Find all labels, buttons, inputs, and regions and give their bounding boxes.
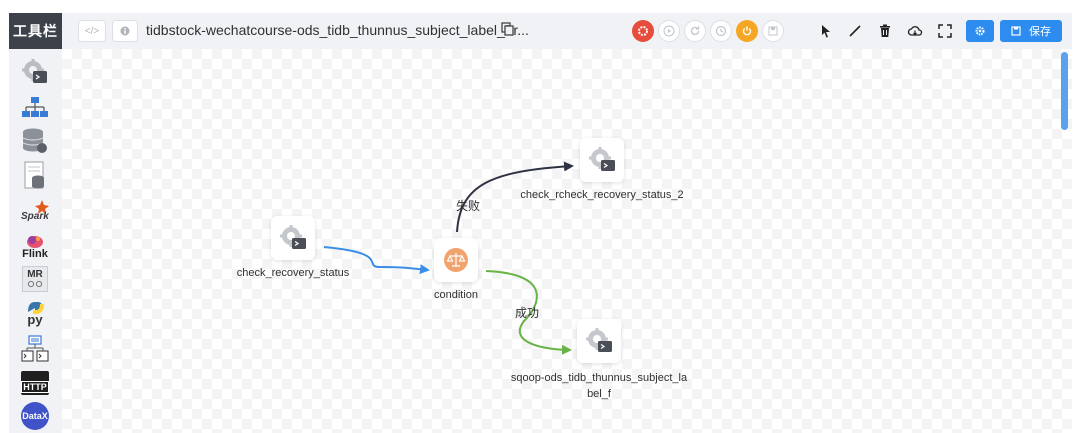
- info-button[interactable]: [112, 20, 138, 42]
- play-icon: [663, 25, 675, 37]
- settings-button[interactable]: [966, 20, 994, 42]
- edges-layer: [323, 161, 574, 355]
- power-icon: [742, 26, 752, 36]
- code-icon: </>: [84, 25, 100, 37]
- save-icon: [1011, 26, 1021, 36]
- toolbar-title: 工具栏: [9, 13, 62, 49]
- canvas-scrollbar[interactable]: [1061, 52, 1068, 130]
- database-icon: [22, 128, 47, 153]
- gear-icon: [975, 26, 985, 36]
- shell-icon: [22, 59, 47, 83]
- save-button[interactable]: 保存: [1000, 20, 1062, 42]
- edge-condition-success[interactable]: [485, 270, 572, 355]
- datax-icon: DataX: [21, 402, 49, 430]
- task-toolbar: 工具栏: [9, 13, 62, 433]
- dependent-icon: [21, 335, 49, 362]
- node-label-line: bel_f: [587, 388, 611, 400]
- copy-icon[interactable]: [501, 22, 515, 36]
- dependent-tool[interactable]: [20, 334, 50, 364]
- delete-icon[interactable]: [877, 23, 893, 39]
- refresh-icon: [690, 26, 700, 36]
- pointer-icon[interactable]: [818, 23, 834, 39]
- shell-task-icon: [589, 147, 615, 171]
- line-tool-icon[interactable]: [847, 23, 863, 39]
- code-view-button[interactable]: </>: [78, 20, 106, 42]
- sql-tool[interactable]: [20, 160, 50, 190]
- node-condition[interactable]: [434, 238, 478, 282]
- node-label: check_rcheck_recovery_status_2: [520, 189, 684, 201]
- edge-check-to-condition[interactable]: [323, 246, 430, 275]
- stop-button[interactable]: [632, 20, 654, 42]
- node-check-recovery-status[interactable]: [271, 216, 315, 260]
- node-label: check_recovery_status: [236, 267, 350, 279]
- dag-canvas[interactable]: 失败 成功 check_recovery_status condition: [62, 49, 1072, 433]
- info-icon: [120, 26, 130, 36]
- node-sqoop-ods[interactable]: [577, 319, 621, 363]
- procedure-tool[interactable]: [20, 126, 50, 156]
- save-version-button[interactable]: [762, 20, 784, 42]
- http-tool[interactable]: HTTP: [20, 368, 50, 398]
- shell-task-icon: [280, 225, 306, 249]
- datax-text: DataX: [22, 411, 48, 421]
- python-logo: py: [24, 300, 46, 326]
- sub-process-icon: [22, 97, 48, 117]
- node-label-line: sqoop-ods_tidb_thunnus_subject_la: [510, 372, 688, 384]
- schedule-button[interactable]: [710, 20, 732, 42]
- cloud-download-icon[interactable]: [907, 23, 923, 39]
- node-label-multiline: sqoop-ods_tidb_thunnus_subject_la bel_f: [494, 370, 704, 402]
- flink-tool[interactable]: Flink: [20, 230, 50, 262]
- spark-tool[interactable]: Spark: [20, 196, 50, 226]
- floppy-icon: [768, 26, 778, 36]
- mr-text: MR: [27, 269, 43, 280]
- editor-header: </> tidbstock-wechatcourse-ods_tidb_thun…: [62, 13, 1072, 49]
- sql-icon: [24, 161, 44, 189]
- save-label: 保存: [1029, 26, 1051, 38]
- fullscreen-icon[interactable]: [937, 23, 953, 39]
- workflow-title: tidbstock-wechatcourse-ods_tidb_thunnus_…: [146, 22, 529, 38]
- python-icon: [28, 302, 44, 314]
- edge-label-success: 成功: [515, 306, 540, 320]
- squirrel-icon: [26, 235, 43, 248]
- mr-icon: MR: [22, 266, 48, 292]
- http-icon: HTTP: [21, 371, 49, 395]
- datax-tool[interactable]: DataX: [20, 401, 50, 431]
- spark-text: Spark: [21, 211, 49, 222]
- http-text: HTTP: [21, 381, 49, 393]
- python-tool[interactable]: py: [20, 297, 50, 329]
- clock-icon: [715, 25, 727, 37]
- condition-icon: [444, 248, 468, 272]
- sub-process-tool[interactable]: [20, 93, 50, 123]
- node-label: condition: [433, 289, 479, 301]
- flink-text: Flink: [22, 247, 48, 260]
- power-button[interactable]: [736, 20, 758, 42]
- stop-icon: [638, 26, 648, 36]
- python-text: py: [27, 312, 43, 327]
- edge-condition-fail[interactable]: [456, 161, 574, 233]
- shell-task-icon: [586, 328, 612, 352]
- mr-gears-icon: [27, 280, 43, 288]
- edge-label-fail: 失败: [456, 199, 481, 213]
- run-button[interactable]: [658, 20, 680, 42]
- spark-icon: Spark: [21, 200, 49, 222]
- node-check-rcheck-recovery-status-2[interactable]: [580, 138, 624, 182]
- shell-task-tool[interactable]: [20, 57, 50, 87]
- flink-logo: Flink: [22, 233, 48, 260]
- rerun-button[interactable]: [684, 20, 706, 42]
- mr-tool[interactable]: MR: [20, 264, 50, 294]
